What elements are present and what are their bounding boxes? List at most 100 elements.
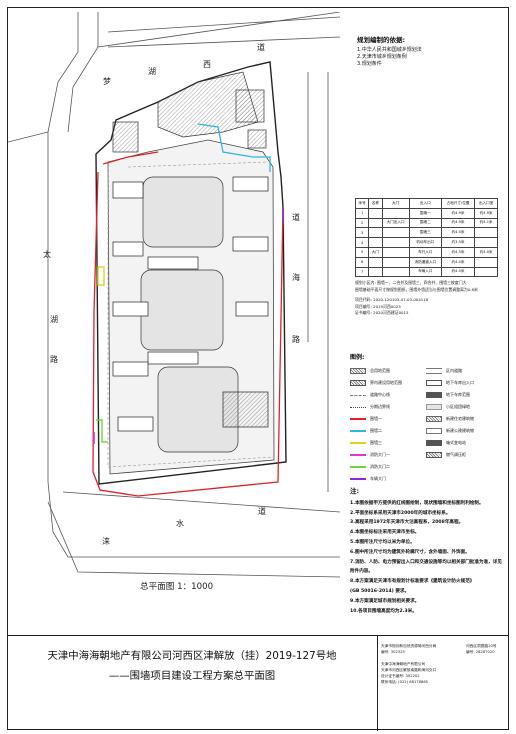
notes-title: 注: <box>350 487 360 495</box>
project-info: 规划小区内: 围墙一、二合并及围墙三、四合并、围墙三按度门大 围墙基础平面尺寸按… <box>355 280 500 317</box>
table-cell <box>381 266 410 278</box>
legend-item: 地下车库范围 <box>426 389 502 401</box>
info-line: 项目编号: 2019河西0023 <box>355 303 401 309</box>
road-lines <box>8 12 340 578</box>
legend-label: 界内建设用地范围 <box>370 380 402 385</box>
notes-list: 1.本图依据甲方提供的红线图绘制，现状围墙和坐标图利利绘制。2.平面坐标系采用天… <box>350 499 502 617</box>
legend-label: 消防大门二 <box>370 464 390 469</box>
legend-swatch <box>426 428 442 434</box>
info-line: 项目代码: 2020-120103-47-03-004118 <box>355 297 429 303</box>
note-item: 1.本图依据甲方提供的红线图绘制，现状围墙和坐标图利利绘制。 <box>350 500 484 506</box>
road-left-1: 太 <box>43 249 51 259</box>
legend-label: 总用地范围 <box>370 368 390 373</box>
road-right-3: 路 <box>292 334 300 344</box>
table-cell <box>381 237 410 248</box>
note-item: 3.高程采用1972年天津市大沽高程系，2008年高程。 <box>350 520 464 526</box>
planning-basis-title: 规划编制的依据: <box>357 36 406 44</box>
table-header: 出入口 <box>408 198 442 209</box>
legend-item: 道路中心线 <box>350 389 426 401</box>
table-header: 大门 <box>381 198 410 209</box>
drawing-sheet <box>7 7 509 730</box>
table-cell: 6 <box>354 256 370 268</box>
note-item: 7.消防、人防、电力预留出入口和交通设施等均以相关部门批准为准，详见附件内容。 <box>350 559 502 575</box>
table-cell: 围墙一 <box>408 207 442 219</box>
internal-roads <box>107 161 274 468</box>
road-left-2: 湖 <box>50 315 58 324</box>
note-item: 5.本图所注尺寸均以米为单位。 <box>350 539 415 545</box>
legend-swatch <box>426 368 442 374</box>
legend-swatch <box>350 430 366 432</box>
planning-basis-item: 1.中华人民共和国城乡规划法 <box>357 47 422 53</box>
legend-swatch <box>350 368 366 374</box>
legend-swatch <box>350 442 366 444</box>
table-cell: 5 <box>354 246 370 258</box>
table-header: 名称 <box>368 198 383 209</box>
central-courtyard-2 <box>140 269 224 351</box>
table-header: 占地尺寸/位置 <box>440 198 476 209</box>
residential-buildings <box>112 176 269 432</box>
legend-title: 图例: <box>350 354 365 361</box>
legend-item: 新建公建建筑物 <box>426 425 502 437</box>
legend-label: 新建公建建筑物 <box>446 428 474 433</box>
legend-swatch <box>350 406 366 408</box>
title-block: 天津中海海朝地产有限公司河西区津解放（挂）2019-127号地 ——围墙项目建设… <box>7 635 509 731</box>
legend-item: 小区组团绿地 <box>426 401 502 413</box>
note-item: 9.本方案满足城市规划相关要求。 <box>350 598 420 604</box>
table-cell <box>368 237 383 248</box>
road-top-1: 道 <box>257 42 265 52</box>
road-bottom-1: 道 <box>258 506 266 516</box>
note-item: 4.本图坐标标注采用天津市坐标。 <box>350 530 420 536</box>
legend-label: 分期边界线 <box>370 404 390 409</box>
legend-label: 新建住宅建筑物 <box>446 416 474 421</box>
table-cell: 约3.5米 <box>440 237 476 248</box>
central-courtyard <box>142 176 224 248</box>
road-top-3: 西 <box>203 60 211 69</box>
road-top-2: 湖 <box>148 67 156 76</box>
legend-item: 围墙二 <box>350 425 426 437</box>
table-cell <box>474 237 498 248</box>
detail-line: 天津市规划和自然资源局河西分局 <box>381 644 437 648</box>
planning-basis-item: 3.规划条件 <box>357 61 382 67</box>
table-cell: 车辆入口 <box>408 266 442 278</box>
table-cell: 3 <box>354 227 370 239</box>
table-cell: 约4.1米 <box>474 217 498 229</box>
plan-caption: 总平面图 1：1000 <box>140 582 214 592</box>
table-cell <box>474 227 498 239</box>
legend-item: 消防大门一 <box>350 449 426 461</box>
table-cell: 约4.5米 <box>440 227 476 239</box>
detail-line: 天津中海海朝地产有限公司 <box>381 662 426 666</box>
title-block-main: 天津中海海朝地产有限公司河西区津解放（挂）2019-127号地 ——围墙项目建设… <box>7 636 377 731</box>
legend-swatch <box>426 452 442 458</box>
table-cell <box>474 266 498 278</box>
site-boundary <box>95 61 287 485</box>
legend-item: 围墙三 <box>350 437 426 449</box>
table-cell: 约4.5米 <box>440 266 476 278</box>
table-cell <box>381 256 410 268</box>
road-top-left: 梦 <box>103 77 111 86</box>
wall-1-line <box>92 151 284 497</box>
table-cell: 2 <box>354 217 370 229</box>
legend-grid: 总用地范围区内道路界内建设用地范围地下车库出入口道路中心线地下车库范围分期边界线… <box>350 365 502 485</box>
legend-label: 围墙三 <box>370 440 382 445</box>
table-cell: 围墙三 <box>408 227 442 239</box>
legend-item: 界内建设用地范围 <box>350 377 426 389</box>
table-cell: 约4.0米 <box>440 256 476 268</box>
legend-label: 小区组团绿地 <box>446 404 470 409</box>
wall-3-gate <box>97 266 105 286</box>
legend-swatch <box>426 404 442 410</box>
note-item: 10.各项目围墙高度均为2.3米。 <box>350 608 417 614</box>
legend-label: 箱式变电站 <box>446 440 466 445</box>
detail-line: 设计证书编号: 302202 <box>381 674 420 678</box>
legend-swatch <box>350 454 366 456</box>
wall-2-line <box>197 123 271 172</box>
planning-basis-item: 2.天津市城乡规划条例 <box>357 54 407 60</box>
table-cell <box>368 227 383 239</box>
legend-item: 地下车库出入口 <box>426 377 502 389</box>
fire-gate-2-line <box>96 419 108 443</box>
legend-item <box>426 461 502 473</box>
table-cell: 约4.0米 <box>474 246 498 258</box>
